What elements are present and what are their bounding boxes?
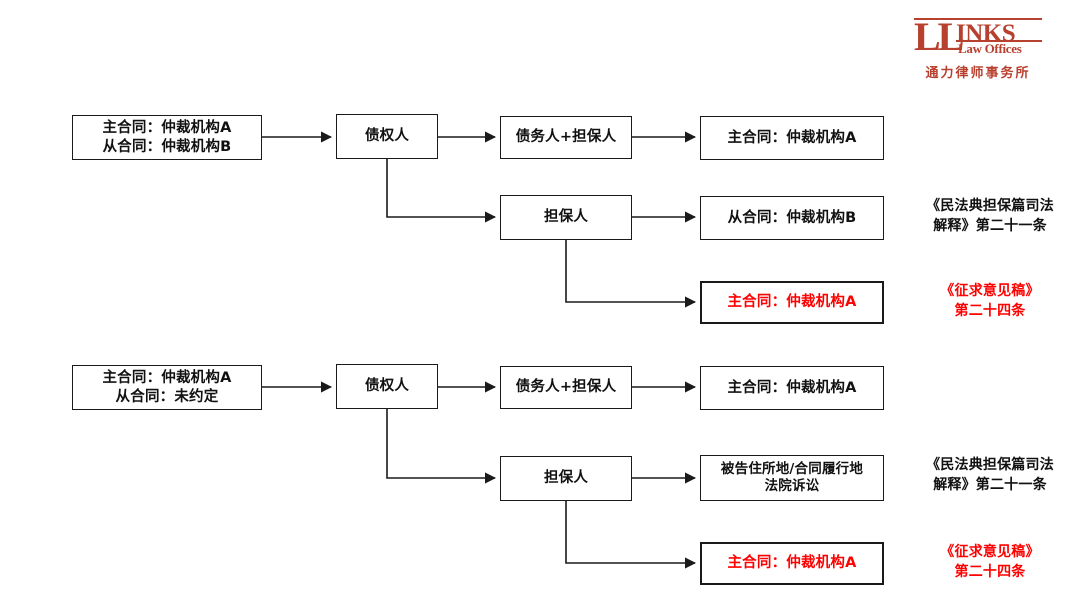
b2-draft-result-node: 主合同：仲裁机构A (700, 542, 884, 585)
logo-subtitle-cn: 通力律师事务所 (925, 66, 1031, 81)
logo-ll-text: LL (914, 14, 964, 59)
b2-annotation-judicial-interpretation: 《民法典担保篇司法 解释》第二十一条 (926, 457, 1054, 494)
b2-source-node: 主合同：仲裁机构A 从合同：未约定 (72, 365, 262, 410)
connector-b2-guarantor-to-red (565, 501, 697, 569)
b1-annotation-draft-opinion: 《征求意见稿》 第二十四条 (940, 283, 1040, 320)
b2-main-contract-result-node: 主合同：仲裁机构A (700, 366, 884, 410)
b1-annotation-judicial-interpretation: 《民法典担保篇司法 解释》第二十一条 (926, 198, 1054, 235)
b1-debtor-guarantor-node: 债务人+担保人 (500, 116, 632, 159)
b1-source-node: 主合同：仲裁机构A 从合同：仲裁机构B (72, 115, 262, 160)
logo-underline (956, 40, 1042, 42)
logo-subtitle-en: Law Offices (958, 41, 1022, 56)
b1-main-contract-result-node: 主合同：仲裁机构A (700, 116, 884, 160)
logo-mark: LL INKS Law Offices (914, 17, 1042, 57)
b2-debtor-guarantor-node: 债务人+担保人 (500, 366, 632, 409)
links-law-offices-logo: LL INKS Law Offices 通力律师事务所 (893, 17, 1063, 88)
logo-top-rule (914, 18, 1042, 20)
connector-b1-creditor-to-guarantor (386, 159, 497, 223)
b1-sub-contract-result-node: 从合同：仲裁机构B (700, 196, 884, 240)
b1-guarantor-node: 担保人 (500, 195, 632, 240)
b2-creditor-node: 债权人 (336, 364, 438, 409)
logo-inks-text: INKS (956, 20, 1016, 47)
connector-b1-guarantor-to-red (565, 240, 697, 308)
b2-court-litigation-result-node: 被告住所地/合同履行地 法院诉讼 (700, 455, 884, 501)
b2-annotation-draft-opinion: 《征求意见稿》 第二十四条 (940, 544, 1040, 581)
b2-guarantor-node: 担保人 (500, 456, 632, 501)
b1-draft-result-node: 主合同：仲裁机构A (700, 281, 884, 324)
connector-b2-creditor-to-guarantor (386, 409, 497, 484)
b1-creditor-node: 债权人 (336, 114, 438, 159)
